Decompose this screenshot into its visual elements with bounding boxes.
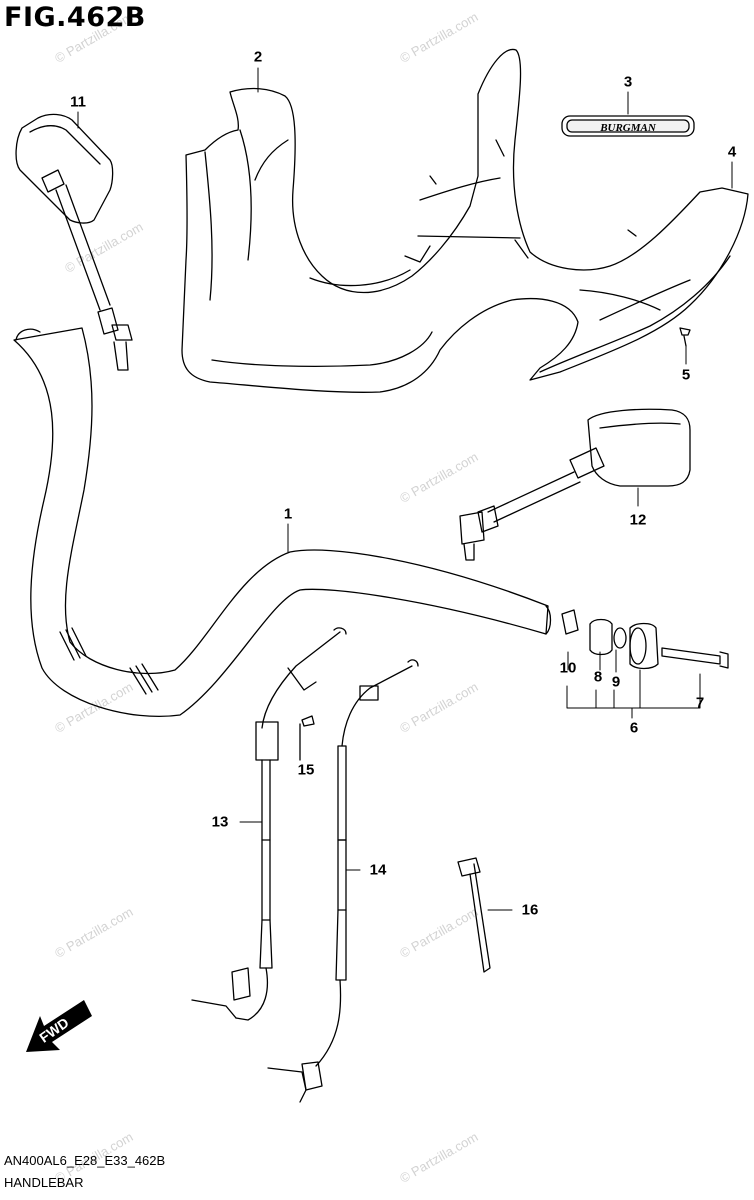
part-15-screw[interactable] — [299, 715, 315, 761]
callout-16[interactable]: 16 — [521, 901, 539, 919]
callout-8[interactable]: 8 — [593, 668, 603, 686]
callout-1[interactable]: 1 — [283, 505, 293, 523]
part-8-collar[interactable] — [589, 618, 613, 656]
part-14-cable[interactable] — [267, 659, 419, 1103]
part-9-washer[interactable] — [613, 627, 627, 649]
fwd-arrow-icon — [26, 1000, 92, 1052]
part-5-screw[interactable] — [679, 327, 691, 347]
callout-14[interactable]: 14 — [369, 861, 387, 879]
callout-5[interactable]: 5 — [681, 366, 691, 384]
callout-15[interactable]: 15 — [297, 761, 315, 779]
callout-4[interactable]: 4 — [727, 143, 737, 161]
part-10-cap[interactable] — [561, 609, 579, 635]
part-12-right-mirror[interactable] — [459, 408, 691, 561]
leader-lines — [77, 67, 733, 911]
part-11-left-mirror[interactable] — [15, 113, 133, 371]
callout-13[interactable]: 13 — [211, 813, 229, 831]
part-16-tie-band[interactable] — [457, 857, 491, 973]
callout-2[interactable]: 2 — [253, 48, 263, 66]
figure-name: HANDLEBAR — [4, 1175, 84, 1190]
part-7-bolt[interactable] — [661, 647, 729, 669]
callout-6[interactable]: 6 — [629, 719, 639, 737]
part-6-bracket — [566, 669, 701, 719]
emblem-text: BURGMAN — [599, 122, 657, 134]
callout-7[interactable]: 7 — [695, 694, 705, 712]
callout-12[interactable]: 12 — [629, 511, 647, 529]
callout-3[interactable]: 3 — [623, 73, 633, 91]
part-3-emblem[interactable] — [561, 115, 695, 137]
figure-code: AN400AL6_E28_E33_462B — [4, 1153, 166, 1168]
part-13-cable[interactable] — [191, 627, 347, 1021]
part-1-handlebar[interactable] — [13, 327, 552, 718]
part-2-inner-cover[interactable] — [181, 48, 749, 393]
callout-11[interactable]: 11 — [70, 93, 86, 111]
callout-9[interactable]: 9 — [611, 673, 621, 691]
callout-10[interactable]: 10 — [559, 659, 577, 677]
part-6-balancer[interactable] — [629, 622, 659, 670]
figure-title: FIG.462B — [4, 2, 146, 33]
